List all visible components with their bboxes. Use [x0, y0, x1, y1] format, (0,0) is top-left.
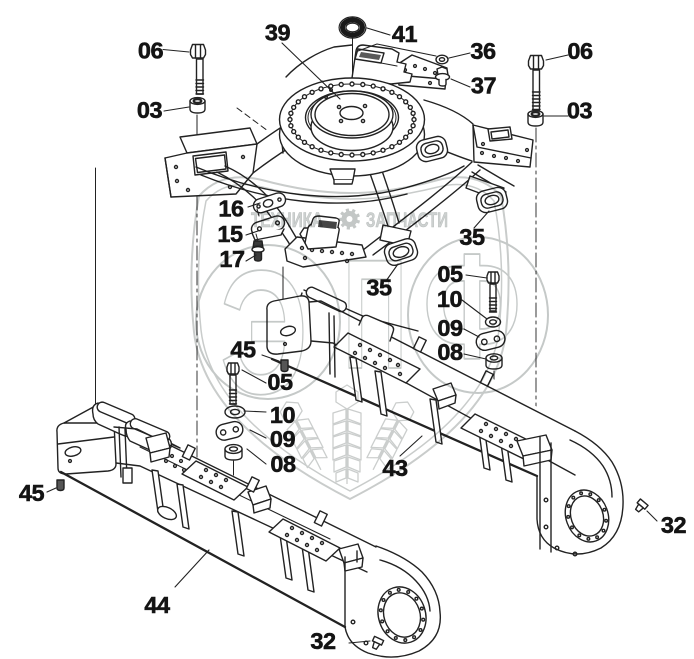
svg-text:44: 44 [144, 592, 170, 618]
svg-text:17: 17 [219, 246, 245, 272]
svg-text:32: 32 [661, 512, 687, 538]
svg-text:06: 06 [138, 38, 164, 64]
svg-text:45: 45 [230, 337, 256, 363]
svg-text:15: 15 [217, 221, 243, 247]
svg-text:09: 09 [437, 315, 463, 341]
svg-text:05: 05 [437, 261, 463, 287]
svg-text:06: 06 [567, 38, 593, 64]
svg-text:П: П [343, 228, 407, 402]
svg-text:Ф: Ф [423, 222, 521, 390]
svg-text:ЗАПЧАСТИ: ЗАПЧАСТИ [366, 209, 448, 232]
svg-text:35: 35 [366, 275, 392, 301]
svg-text:39: 39 [265, 20, 291, 46]
svg-text:45: 45 [19, 480, 45, 506]
svg-text:16: 16 [218, 196, 244, 222]
svg-text:ТЕХНИКА: ТЕХНИКА [251, 209, 323, 232]
svg-text:37: 37 [471, 73, 497, 99]
svg-text:Э: Э [220, 235, 308, 431]
svg-text:10: 10 [437, 286, 463, 312]
svg-text:03: 03 [137, 97, 163, 123]
svg-text:08: 08 [437, 339, 463, 365]
svg-text:32: 32 [310, 628, 336, 654]
svg-text:36: 36 [470, 38, 496, 64]
svg-text:03: 03 [567, 98, 593, 124]
svg-text:41: 41 [392, 21, 418, 47]
svg-text:05: 05 [267, 369, 293, 395]
